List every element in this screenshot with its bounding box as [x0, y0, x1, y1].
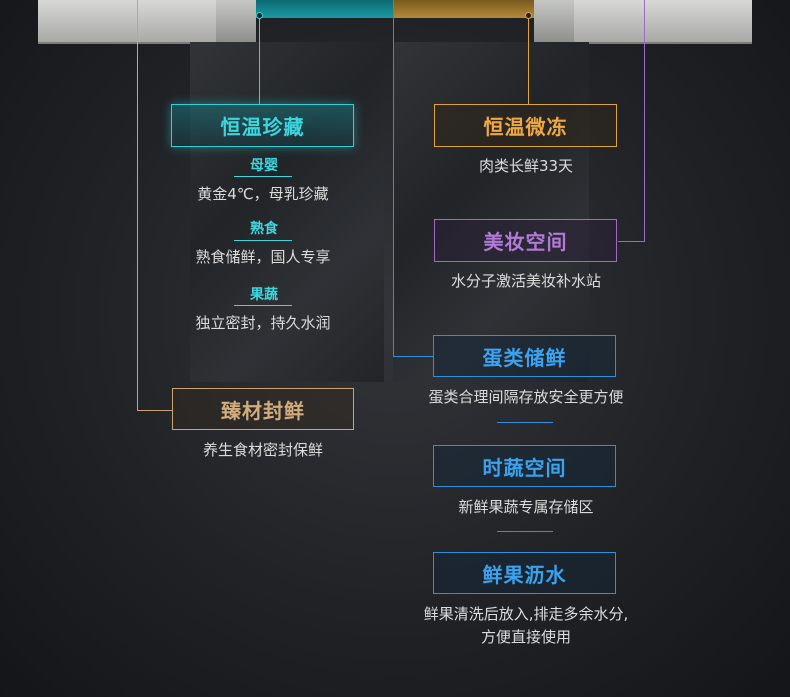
premium-label-box: 臻材封鲜: [172, 388, 354, 430]
connector-dot: [256, 12, 263, 19]
fridge-right-door: [574, 0, 752, 44]
connector-premium: [137, 0, 138, 410]
veg-label-box: 时蔬空间: [433, 445, 616, 487]
cooked-underline: [234, 240, 292, 241]
connector-microfreeze: [528, 16, 529, 104]
drain-desc-line2: 方便直接使用: [480, 628, 571, 646]
connector-beauty: [644, 0, 645, 241]
drain-label-box: 鲜果沥水: [433, 552, 616, 594]
veg-separator: [497, 531, 553, 532]
microfreeze-label-box: 恒温微冻: [434, 104, 617, 147]
fridge-left-panel: [190, 42, 384, 382]
egg-label-box: 蛋类储鲜: [433, 335, 616, 377]
fruitveg-underline: [234, 305, 292, 306]
veg-desc: 新鲜果蔬专属存储区: [458, 498, 594, 516]
cooked-desc: 熟食储鲜，国人专享: [195, 248, 331, 266]
fridge-right-door-edge: [534, 0, 574, 44]
baby-title: 母婴: [250, 158, 278, 174]
connector-beauty-h: [618, 241, 645, 242]
egg-desc: 蛋类合理间隔存放安全更方便: [428, 388, 624, 406]
microfreeze-desc: 肉类长鲜33天: [478, 157, 574, 175]
baby-underline: [234, 176, 292, 177]
fridge-right-panel: [393, 42, 589, 382]
constant-temp-label-box: 恒温珍藏: [171, 104, 354, 147]
beauty-desc: 水分子激活美妆补水站: [450, 272, 601, 290]
fridge-top-illustration: [38, 0, 752, 44]
baby-desc: 黄金4℃，母乳珍藏: [197, 185, 329, 203]
cooked-title: 熟食: [250, 221, 278, 237]
connector-constant-temp: [259, 16, 260, 104]
fruitveg-title: 果蔬: [250, 287, 278, 303]
fridge-left-door-edge: [216, 0, 256, 44]
drain-desc-line1: 鲜果清洗后放入,排走多余水分,: [423, 605, 629, 623]
connector-egg: [393, 0, 394, 356]
fridge-left-door: [38, 0, 216, 44]
connector-egg-h: [393, 356, 433, 357]
egg-separator: [497, 422, 553, 423]
fruitveg-desc: 独立密封，持久水润: [195, 314, 331, 332]
premium-desc: 养生食材密封保鲜: [202, 441, 323, 459]
constant-temp-drawer: [256, 0, 394, 18]
beauty-label-box: 美妆空间: [434, 219, 617, 262]
connector-premium-h: [137, 410, 172, 411]
connector-dot: [525, 12, 532, 19]
